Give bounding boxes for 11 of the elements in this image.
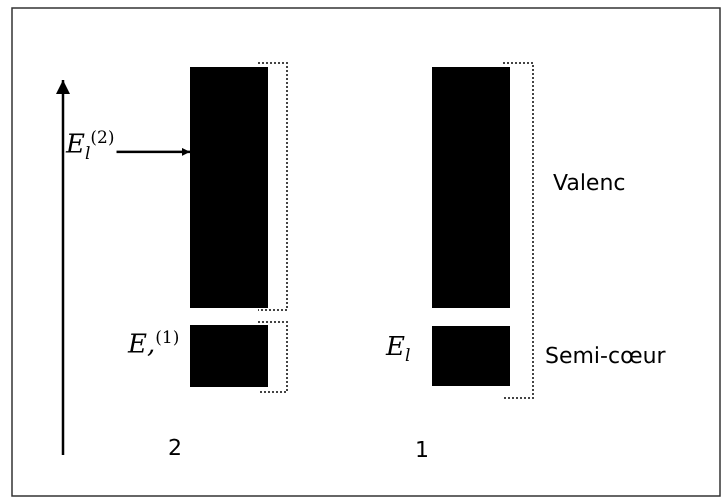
energy-band-bar [190,67,268,308]
column-number: 2 [168,436,182,461]
energy-band-bar [432,67,510,308]
energy-label: E$_{l}$ [386,332,410,366]
energy-label: E,$^{(1)}$ [128,328,180,360]
column-number: 1 [415,438,429,463]
arrow [116,148,190,156]
energy-band-bar [432,326,510,386]
band-label: Semi-cœur [545,344,666,369]
band-label: Valenc [553,171,626,196]
energy-band-bar [190,325,268,387]
